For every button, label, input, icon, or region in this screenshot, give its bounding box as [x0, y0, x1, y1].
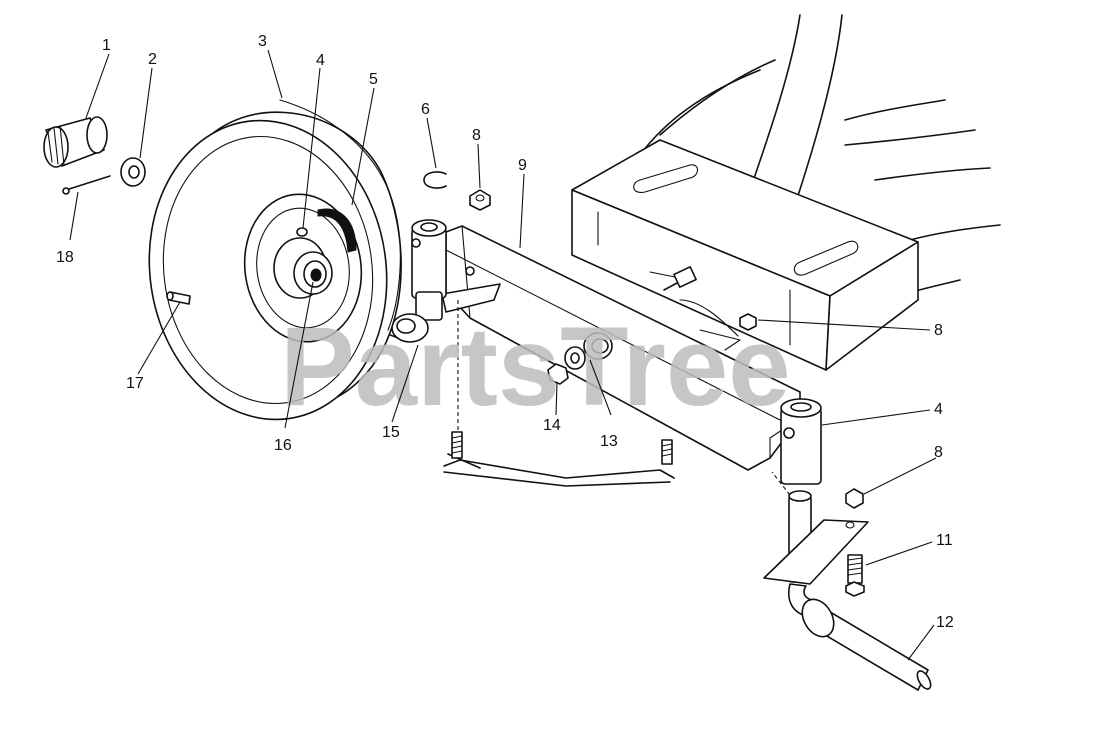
- small-hardware: [423, 171, 757, 331]
- callout-4-wheel: 4: [316, 52, 325, 69]
- hub-cap-assembly: [43, 116, 146, 195]
- callout-8-spindle: 8: [472, 127, 481, 144]
- callout-15: 15: [382, 424, 400, 441]
- callout-12: 12: [936, 614, 954, 631]
- tie-rod: [443, 300, 675, 487]
- callout-8-frame: 8: [934, 322, 943, 339]
- callout-6: 6: [421, 101, 430, 118]
- pivot-washers: [547, 332, 613, 385]
- watermark: PartsTree: [280, 304, 791, 429]
- callout-1: 1: [102, 37, 111, 54]
- callout-14: 14: [543, 417, 561, 434]
- callout-13: 13: [600, 433, 618, 450]
- front-axle: [441, 225, 801, 471]
- callout-2: 2: [148, 51, 157, 68]
- callout-11: 11: [936, 532, 953, 549]
- wheel-assembly: [148, 99, 402, 421]
- leader-lines: [69, 49, 937, 661]
- callout-labels: 1 2 3 4 5 6 8 9 18 8 17 16 15 14 13 4 8 …: [56, 33, 954, 631]
- callout-4-spindle: 4: [934, 401, 943, 418]
- callout-9: 9: [518, 157, 527, 174]
- callout-18: 18: [56, 249, 74, 266]
- callout-5: 5: [369, 71, 378, 88]
- callout-16: 16: [274, 437, 292, 454]
- right-spindle: [763, 398, 932, 691]
- callout-3: 3: [258, 33, 267, 50]
- callout-17: 17: [126, 375, 144, 392]
- callout-8-lower: 8: [934, 444, 943, 461]
